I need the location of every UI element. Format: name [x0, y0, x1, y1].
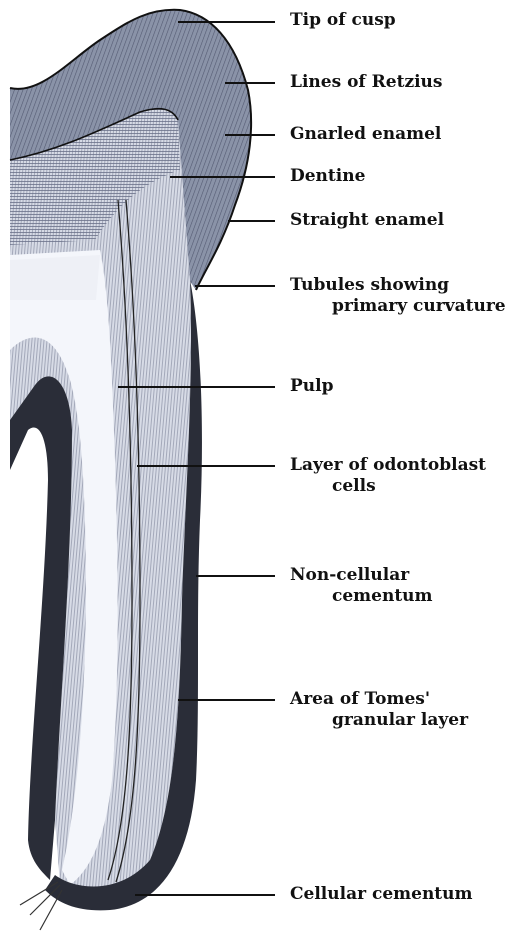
label-straight-enamel: Straight enamel: [290, 210, 444, 231]
label-tomes-line1: Area of Tomes': [290, 689, 430, 709]
label-dentine: Dentine: [290, 166, 365, 187]
label-lines-of-retzius: Lines of Retzius: [290, 72, 443, 93]
label-gnarled-enamel: Gnarled enamel: [290, 124, 441, 145]
label-odontoblast-line2: cells: [290, 476, 486, 497]
label-tomes-granular-layer: Area of Tomes' granular layer: [290, 689, 468, 731]
label-odontoblast: Layer of odontoblast cells: [290, 455, 486, 497]
label-tubules-line1: Tubules showing: [290, 275, 449, 295]
label-noncellular-cementum: Non-cellular cementum: [290, 565, 433, 607]
label-pulp: Pulp: [290, 376, 334, 397]
label-tubules-line2: primary curvature: [290, 296, 506, 317]
label-odontoblast-line1: Layer of odontoblast: [290, 455, 486, 475]
label-tomes-line2: granular layer: [290, 710, 468, 731]
label-noncellular-line1: Non-cellular: [290, 565, 409, 585]
label-tubules: Tubules showing primary curvature: [290, 275, 506, 317]
label-noncellular-line2: cementum: [290, 586, 433, 607]
label-cellular-cementum: Cellular cementum: [290, 884, 473, 905]
label-tip-of-cusp: Tip of cusp: [290, 10, 396, 31]
